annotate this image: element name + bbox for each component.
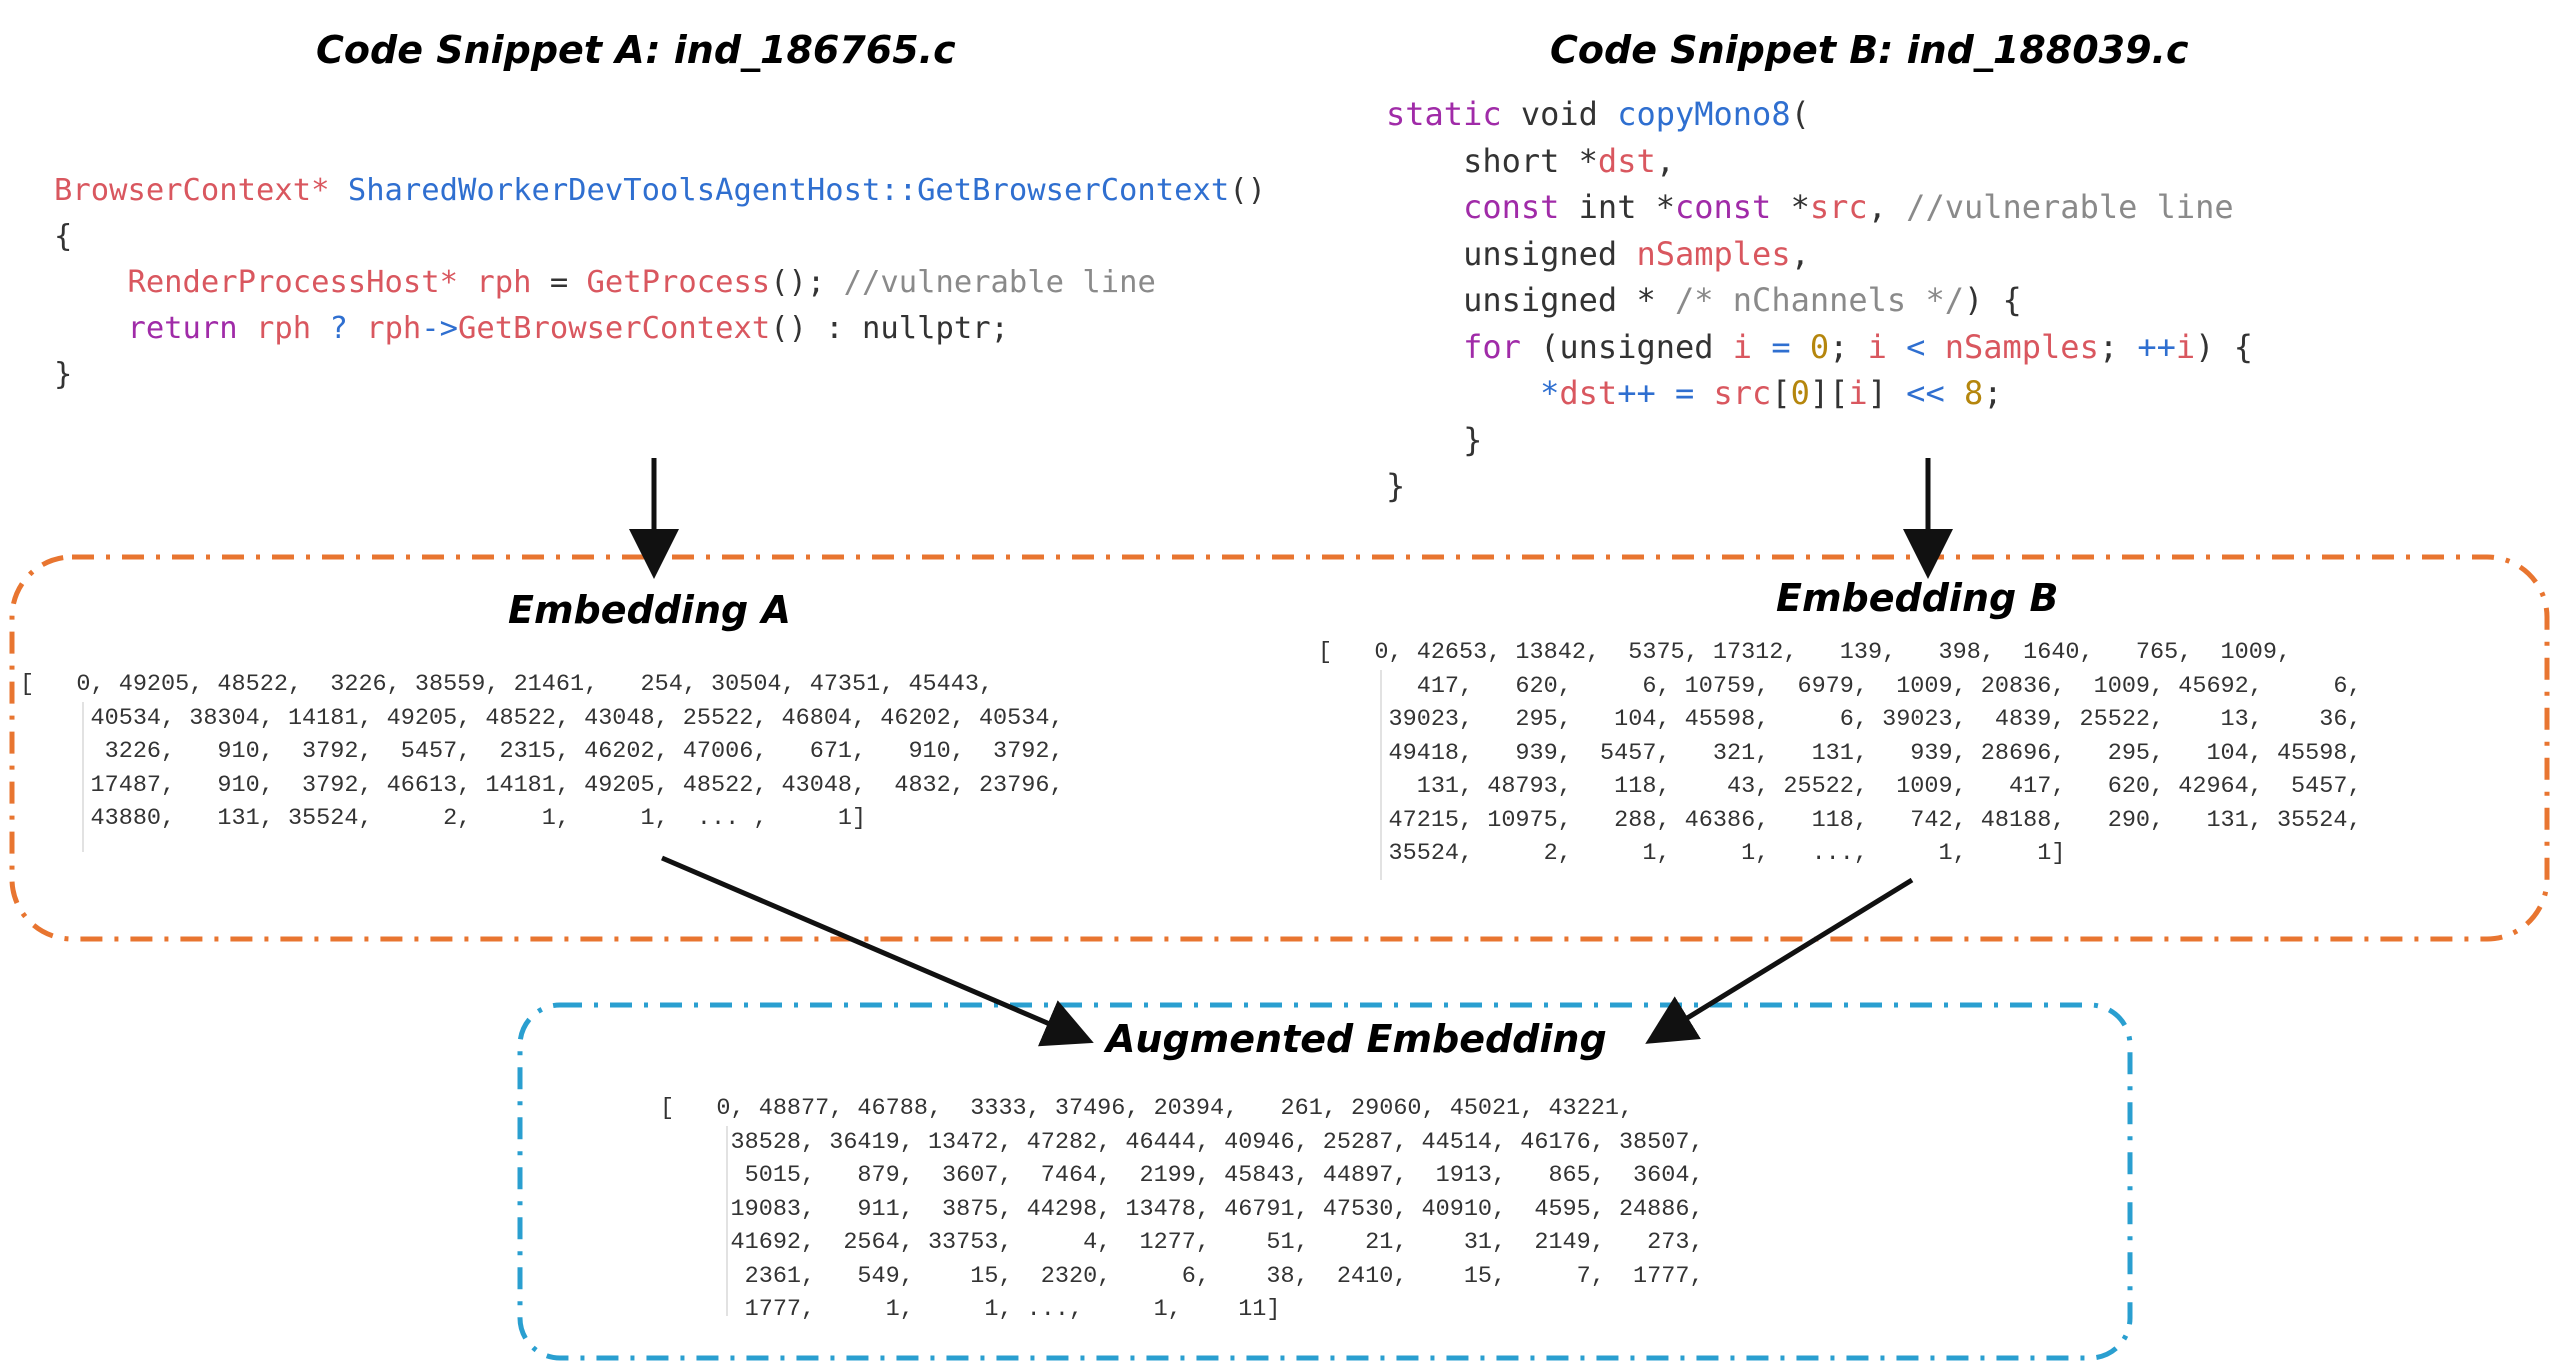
code-token: GetProcess: [586, 265, 771, 300]
embeddings-dashed-box: [9, 554, 2550, 942]
code-line: unsigned nSamples,: [1386, 231, 2253, 278]
code-token: rph: [366, 311, 422, 346]
code-token: const: [1674, 188, 1772, 226]
arrow-embedding-a-to-augmented: [661, 855, 1094, 1047]
code-token: *: [1771, 188, 1810, 226]
code-token: /* nChannels */: [1674, 281, 1964, 319]
code-token: [: [1771, 374, 1791, 412]
code-line: }: [1386, 417, 2253, 464]
code-token: void: [1501, 95, 1618, 133]
code-line: short *dst,: [1386, 138, 2253, 185]
code-line: }: [54, 352, 1266, 398]
arrow-embedding-b-to-augmented: [1645, 877, 1914, 1044]
code-token: GetBrowserContext: [458, 311, 771, 346]
code-token: <<: [1906, 374, 1945, 412]
code-token: dst: [1597, 141, 1656, 180]
embedding-a-vector: [ 0, 49205, 48522, 3226, 38559, 21461, 2…: [20, 671, 1064, 832]
code-line: unsigned * /* nChannels */) {: [1386, 277, 2253, 324]
code-snippet-b: static void copyMono8( short *dst, const…: [1386, 91, 2253, 510]
code-token: return: [127, 311, 238, 346]
code-token: //vulnerable line: [843, 265, 1156, 300]
code-token: }: [54, 357, 73, 392]
code-token: (): [1229, 173, 1266, 208]
code-token: ,: [1790, 234, 1810, 273]
code-token: 0: [1809, 327, 1830, 366]
code-token: (unsigned: [1520, 327, 1733, 366]
code-token: //vulnerable line: [1906, 188, 2234, 226]
embedding-a-title: Embedding A: [508, 588, 791, 632]
embedding-b-vector: [ 0, 42653, 13842, 5375, 17312, 139, 398…: [1318, 639, 2362, 867]
code-token: ][: [1809, 374, 1849, 412]
code-token: SharedWorkerDevToolsAgentHost::GetBrowse…: [347, 173, 1230, 208]
code-token: ]: [1867, 374, 1907, 412]
code-token: RenderProcessHost*: [127, 265, 458, 300]
code-line: {: [54, 214, 1266, 260]
embedding-b-title: Embedding B: [1776, 576, 2059, 620]
code-line: }: [1386, 463, 2253, 510]
code-token: dst: [1559, 374, 1618, 412]
code-token: i: [1867, 327, 1887, 366]
snippet-a-title: Code Snippet A: ind_186765.c: [316, 28, 956, 72]
code-token: ();: [770, 265, 844, 300]
code-token: const: [1463, 188, 1560, 226]
code-token: i: [1732, 327, 1753, 366]
code-snippet-a: BrowserContext* SharedWorkerDevToolsAgen…: [54, 168, 1266, 398]
code-token: ++: [2137, 327, 2176, 366]
code-token: 0: [1790, 374, 1810, 412]
snippet-b-title: Code Snippet B: ind_188039.c: [1550, 28, 2189, 72]
augmented-embedding-title: Augmented Embedding: [1106, 1017, 1607, 1061]
augmented-dashed-box: [517, 1002, 2133, 1361]
code-line: BrowserContext* SharedWorkerDevToolsAgen…: [54, 168, 1266, 214]
code-token: unsigned: [1386, 234, 1637, 273]
code-token: ++ =: [1617, 374, 1714, 412]
code-token: BrowserContext*: [54, 173, 330, 208]
code-token: ;: [2098, 327, 2138, 366]
code-token: i: [1848, 374, 1868, 412]
code-line: static void copyMono8(: [1386, 91, 2253, 138]
code-line: return rph ? rph->GetBrowserContext() : …: [54, 306, 1266, 352]
code-token: rph: [476, 265, 532, 300]
code-token: }: [1386, 467, 1406, 505]
code-token: src: [1809, 188, 1868, 226]
code-token: ;: [1829, 327, 1868, 366]
code-token: *: [1540, 374, 1560, 412]
code-token: =: [531, 265, 587, 300]
code-token: ;: [1983, 374, 2003, 412]
code-token: () : nullptr;: [770, 311, 1009, 346]
code-token: src: [1713, 374, 1772, 412]
code-token: (: [1790, 95, 1810, 133]
embedding-a-bracket-guide: [82, 702, 84, 852]
code-token: ,: [1867, 188, 1907, 226]
code-token: {: [54, 219, 73, 254]
code-token: ) {: [1963, 281, 2022, 319]
code-token: nSamples: [1944, 327, 2099, 366]
code-token: ->: [421, 311, 459, 346]
embedding-b-bracket-guide: [1380, 670, 1382, 880]
code-token: short *: [1386, 141, 1598, 180]
code-token: int *: [1559, 188, 1675, 226]
augmented-embedding-vector: [ 0, 48877, 46788, 3333, 37496, 20394, 2…: [660, 1095, 1704, 1323]
code-token: rph: [256, 311, 312, 346]
code-line: *dst++ = src[0][i] << 8;: [1386, 370, 2253, 417]
code-line: for (unsigned i = 0; i < nSamples; ++i) …: [1386, 324, 2253, 371]
code-token: =: [1752, 327, 1810, 366]
code-token: }: [1386, 420, 1483, 459]
code-token: ) {: [2195, 327, 2253, 366]
code-token: ,: [1655, 141, 1675, 180]
code-token: static: [1386, 95, 1502, 133]
code-token: i: [2175, 327, 2196, 366]
code-token: for: [1463, 327, 1521, 366]
code-token: ?: [311, 311, 367, 346]
code-token: <: [1886, 327, 1945, 366]
code-line: const int *const *src, //vulnerable line: [1386, 184, 2253, 231]
code-token: copyMono8: [1617, 95, 1791, 133]
code-token: unsigned *: [1386, 281, 1675, 319]
code-token: 8: [1963, 374, 1984, 412]
code-token: nSamples: [1636, 234, 1791, 273]
augmented-bracket-guide: [726, 1126, 728, 1316]
code-line: RenderProcessHost* rph = GetProcess(); /…: [54, 260, 1266, 306]
